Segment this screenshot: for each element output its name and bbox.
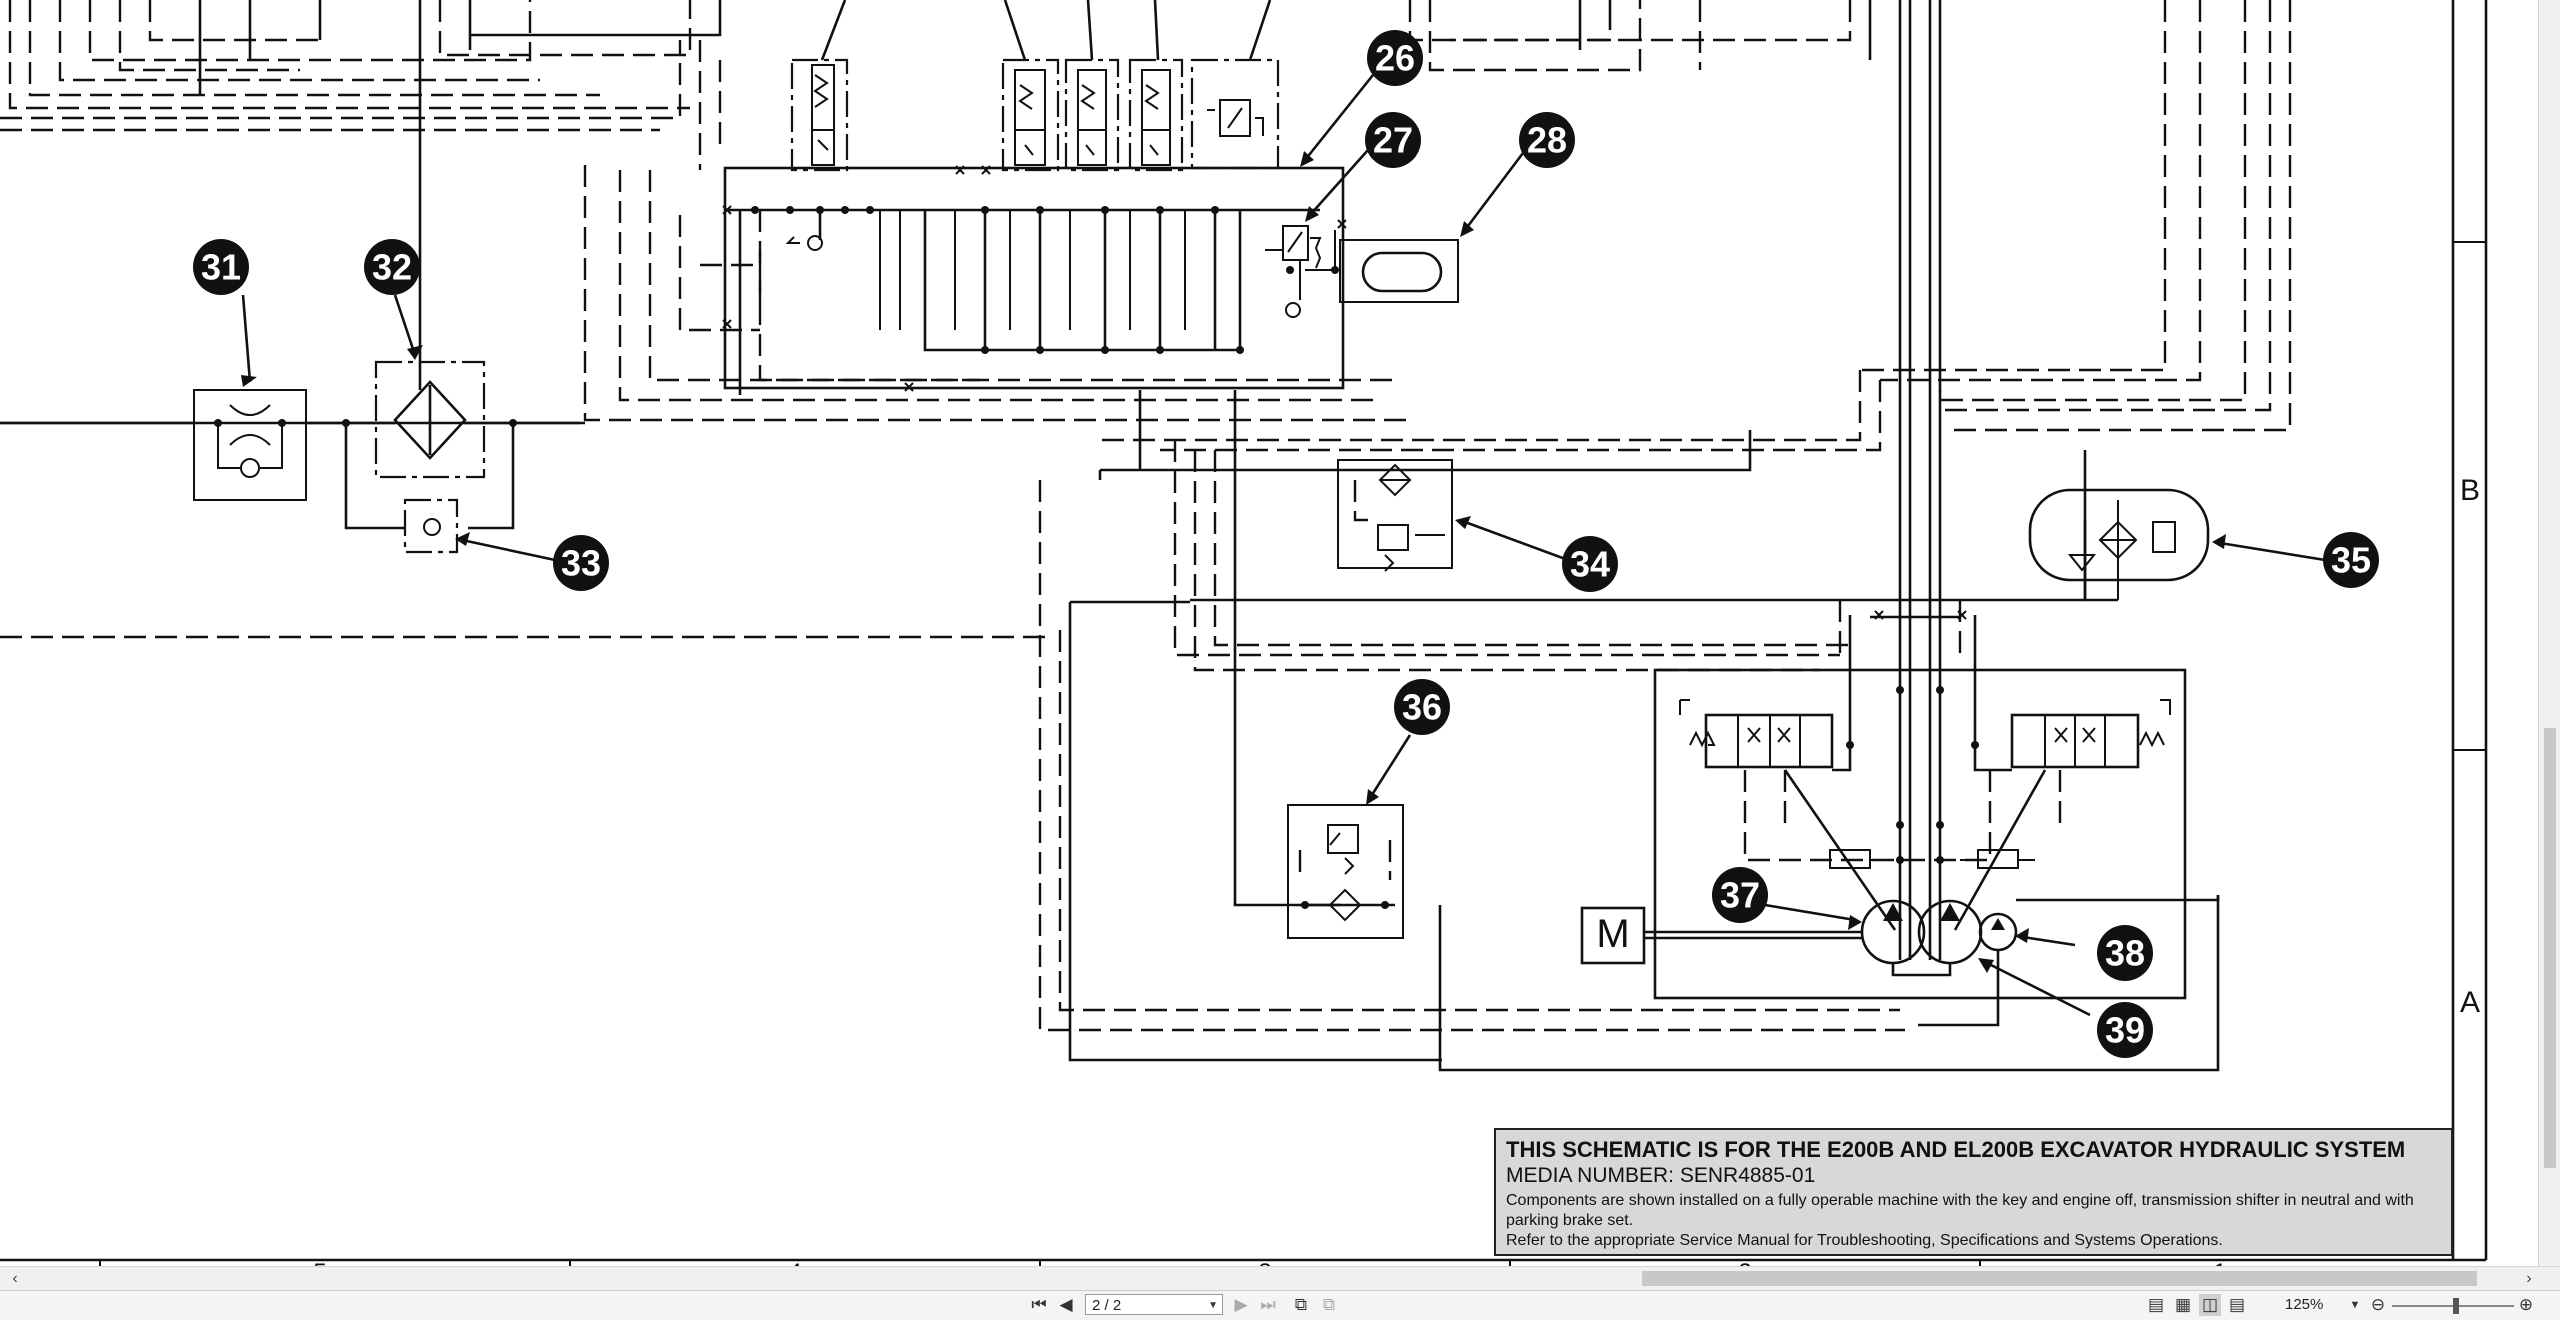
vertical-scrollbar[interactable] (2538, 0, 2560, 1266)
right-pilot-lines (1038, 0, 2292, 1072)
svg-text:31: 31 (201, 247, 241, 288)
svg-text:32: 32 (372, 247, 412, 288)
callout-26: 26 (1367, 30, 1423, 86)
zoom-in-icon[interactable]: ⊕ (2518, 1295, 2534, 1314)
paste-icon[interactable]: ⧉ (1322, 1295, 1336, 1314)
callout-28: 28 (1519, 112, 1575, 168)
two-page-view-icon[interactable]: ◫ (2199, 1294, 2221, 1316)
svg-text:35: 35 (2331, 540, 2371, 581)
svg-text:26: 26 (1375, 38, 1415, 79)
last-page-icon[interactable]: ⏭ (1260, 1295, 1276, 1314)
svg-text:38: 38 (2105, 933, 2145, 974)
zoom-dropdown-icon[interactable]: ▼ (2349, 1299, 2361, 1311)
copy-icon[interactable]: ⧉ (1294, 1295, 1308, 1314)
pilot-lines-upper-left (0, 0, 1410, 425)
engine-motor: M (1580, 906, 1646, 965)
next-page-icon[interactable]: ▶ (1234, 1295, 1248, 1314)
svg-text:39: 39 (2105, 1010, 2145, 1051)
scroll-left-icon[interactable]: ‹ (12, 1270, 18, 1287)
callout-37: 37 (1712, 867, 1768, 923)
column-label-3: 3 (1258, 1259, 1271, 1266)
callout-38: 38 (2097, 925, 2153, 981)
column-label-2: 2 (1738, 1259, 1751, 1266)
relief-filter-36 (1287, 804, 1404, 939)
svg-text:33: 33 (561, 543, 601, 584)
zoom-level[interactable]: 125% (2285, 1296, 2324, 1313)
page-number-input[interactable]: 2 / 2 ▼ (1085, 1294, 1223, 1315)
svg-text:27: 27 (1373, 120, 1413, 161)
zone-label-b: B (2460, 474, 2480, 507)
check-valve-33 (403, 498, 459, 554)
hydraulic-tank-28 (1305, 230, 1459, 303)
horizontal-scroll-thumb[interactable] (1642, 1271, 2477, 1286)
callout-31: 31 (193, 239, 249, 295)
leader-arrows (241, 74, 2326, 1017)
prev-page-icon[interactable]: ◀ (1059, 1295, 1073, 1314)
callout-36: 36 (1394, 679, 1450, 735)
svg-text:36: 36 (1402, 687, 1442, 728)
callout-33: 33 (553, 535, 609, 591)
horizontal-scrollbar[interactable]: ‹ › (0, 1266, 2560, 1291)
callout-34: 34 (1562, 536, 1618, 592)
page-number-value: 2 / 2 (1092, 1297, 1122, 1314)
pump-control-section (1645, 668, 2220, 1027)
column-label-4: 4 (788, 1259, 801, 1266)
relief-valve-27 (1265, 225, 1322, 300)
main-control-valve (678, 165, 1347, 395)
spool-valves (790, 0, 1280, 172)
svg-text:37: 37 (1720, 875, 1760, 916)
hydraulic-schematic: M 26 27 28 31 32 (0, 0, 2488, 1266)
media-number: MEDIA NUMBER: SENR4885-01 (1506, 1164, 1816, 1187)
continuous-view-icon[interactable]: ▦ (2174, 1295, 2192, 1314)
zoom-out-icon[interactable]: ⊖ (2370, 1295, 2386, 1314)
document-viewport[interactable]: M 26 27 28 31 32 (0, 0, 2560, 1266)
callout-35: 35 (2323, 532, 2379, 588)
schematic-title: THIS SCHEMATIC IS FOR THE E200B AND EL20… (1506, 1137, 2406, 1162)
service-manual-note: Refer to the appropriate Service Manual … (1506, 1232, 2223, 1249)
cooler-32 (342, 360, 585, 530)
book-view-icon[interactable]: ▤ (2228, 1295, 2246, 1314)
column-label-1: 1 (2213, 1259, 2226, 1266)
first-page-icon[interactable]: ⏮ (1031, 1295, 1047, 1314)
callout-27: 27 (1365, 112, 1421, 168)
drawing-border (0, 0, 2488, 1266)
orifice-check-31 (0, 389, 350, 501)
svg-text:28: 28 (1527, 120, 1567, 161)
callout-32: 32 (364, 239, 420, 295)
page-dropdown-icon[interactable]: ▼ (1208, 1300, 1218, 1311)
svg-text:34: 34 (1570, 544, 1610, 585)
motor-label: M (1596, 912, 1629, 956)
column-label-5: 5 (313, 1259, 326, 1266)
vertical-scroll-thumb[interactable] (2544, 728, 2556, 1168)
title-block: THIS SCHEMATIC IS FOR THE E200B AND EL20… (1494, 1128, 2453, 1256)
filter-34 (1337, 459, 1453, 572)
scroll-right-icon[interactable]: › (2526, 1270, 2532, 1287)
viewer-toolbar: ⏮ ◀ 2 / 2 ▼ ▶ ⏭ ⧉ ⧉ ▤ ▦ ◫ ▤ 125% ▼ ⊖ ⊕ (0, 1290, 2560, 1320)
filter-35 (2028, 488, 2210, 602)
zoom-slider-thumb[interactable] (2453, 1298, 2459, 1314)
callout-39: 39 (2097, 1002, 2153, 1058)
zone-label-a: A (2460, 986, 2480, 1019)
installation-note: Components are shown installed on a full… (1506, 1192, 2414, 1229)
single-page-view-icon[interactable]: ▤ (2147, 1295, 2165, 1314)
